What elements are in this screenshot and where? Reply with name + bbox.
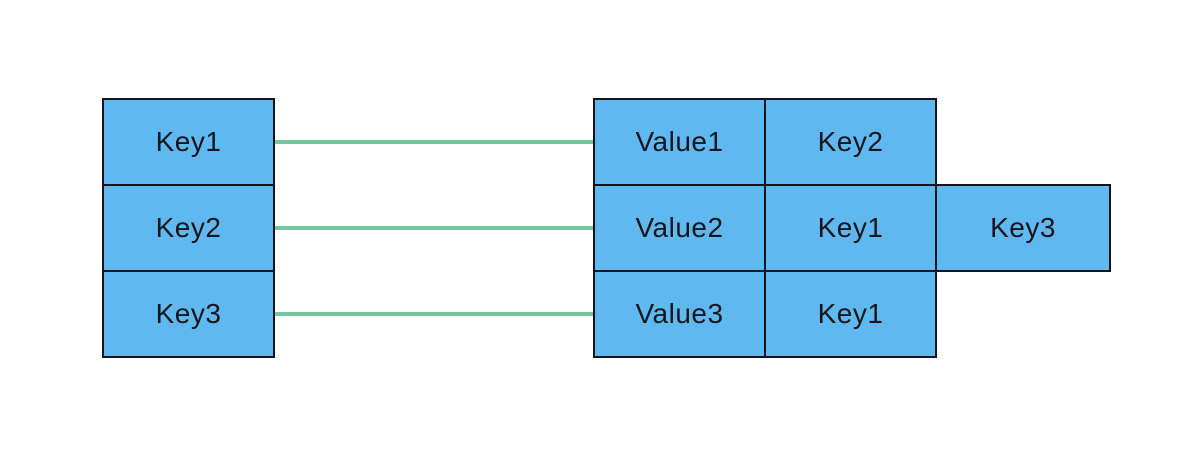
key-cell: Key3 bbox=[102, 270, 275, 358]
value-cell: Value1 bbox=[593, 98, 766, 186]
key-ref-cell-label: Key1 bbox=[817, 212, 884, 243]
key-ref-cell: Key1 bbox=[764, 184, 937, 272]
table-row: Value2 Key1 bbox=[593, 184, 937, 272]
value-cell-label: Value2 bbox=[635, 212, 724, 243]
value-cell-label: Value1 bbox=[635, 126, 724, 157]
value-cell: Value3 bbox=[593, 270, 766, 358]
key-ref-cell-label: Key1 bbox=[817, 298, 884, 329]
key-ref-cell: Key1 bbox=[764, 270, 937, 358]
connector-line bbox=[275, 226, 593, 230]
overflow-key-cell-label: Key3 bbox=[990, 212, 1056, 243]
overflow-key-cell: Key3 bbox=[935, 184, 1111, 272]
connector-line bbox=[275, 312, 593, 316]
key-cell: Key1 bbox=[102, 98, 275, 186]
key-cell-label: Key3 bbox=[155, 298, 222, 329]
keys-table: Key1 Key2 Key3 bbox=[102, 98, 275, 358]
connector-line bbox=[275, 140, 593, 144]
value-cell-label: Value3 bbox=[635, 298, 724, 329]
values-table: Value1 Key2 Value2 Key1 Value3 Key1 bbox=[593, 98, 937, 358]
key-ref-cell: Key2 bbox=[764, 98, 937, 186]
value-cell: Value2 bbox=[593, 184, 766, 272]
table-row: Value1 Key2 bbox=[593, 98, 937, 186]
key-cell-label: Key2 bbox=[155, 212, 222, 243]
table-row: Value3 Key1 bbox=[593, 270, 937, 358]
key-ref-cell-label: Key2 bbox=[817, 126, 884, 157]
key-cell-label: Key1 bbox=[155, 126, 222, 157]
key-cell: Key2 bbox=[102, 184, 275, 272]
